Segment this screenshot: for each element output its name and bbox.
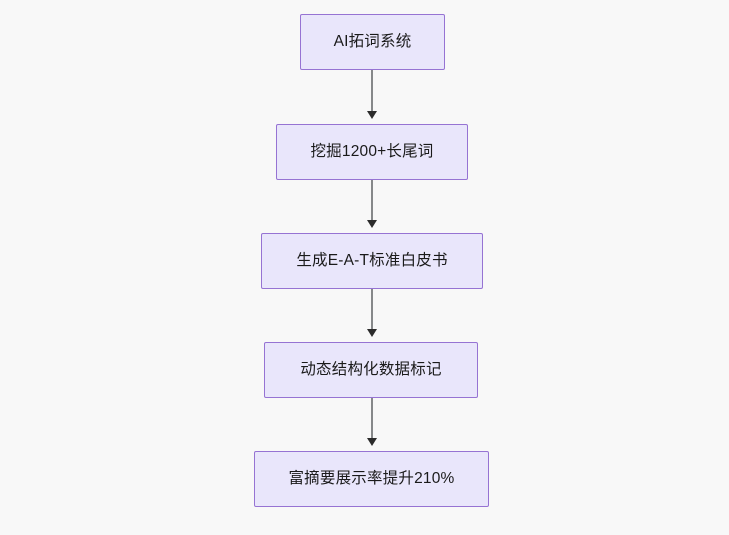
- flow-edge-line: [370, 180, 374, 226]
- flow-node-label: 挖掘1200+长尾词: [310, 142, 434, 160]
- flow-node-ai-keyword-system[interactable]: AI拓词系统: [300, 14, 445, 70]
- flow-edge-line: [370, 70, 374, 117]
- flow-node-rich-snippet-rate-increase[interactable]: 富摘要展示率提升210%: [254, 451, 489, 507]
- flow-edge-line: [370, 398, 374, 444]
- flow-node-label: 富摘要展示率提升210%: [288, 469, 455, 487]
- arrow-head-icon: [366, 111, 377, 119]
- arrow-head-icon: [366, 438, 377, 446]
- flow-node-generate-eat-whitepaper[interactable]: 生成E-A-T标准白皮书: [261, 233, 483, 289]
- flow-node-label: AI拓词系统: [333, 32, 412, 50]
- flow-node-label: 生成E-A-T标准白皮书: [296, 251, 448, 269]
- arrow-head-icon: [366, 329, 377, 337]
- flow-node-mine-longtail-keywords[interactable]: 挖掘1200+长尾词: [276, 124, 468, 180]
- flow-node-dynamic-structured-data-markup[interactable]: 动态结构化数据标记: [264, 342, 478, 398]
- flow-node-label: 动态结构化数据标记: [300, 360, 442, 378]
- arrow-head-icon: [366, 220, 377, 228]
- flow-edge-line: [370, 289, 374, 335]
